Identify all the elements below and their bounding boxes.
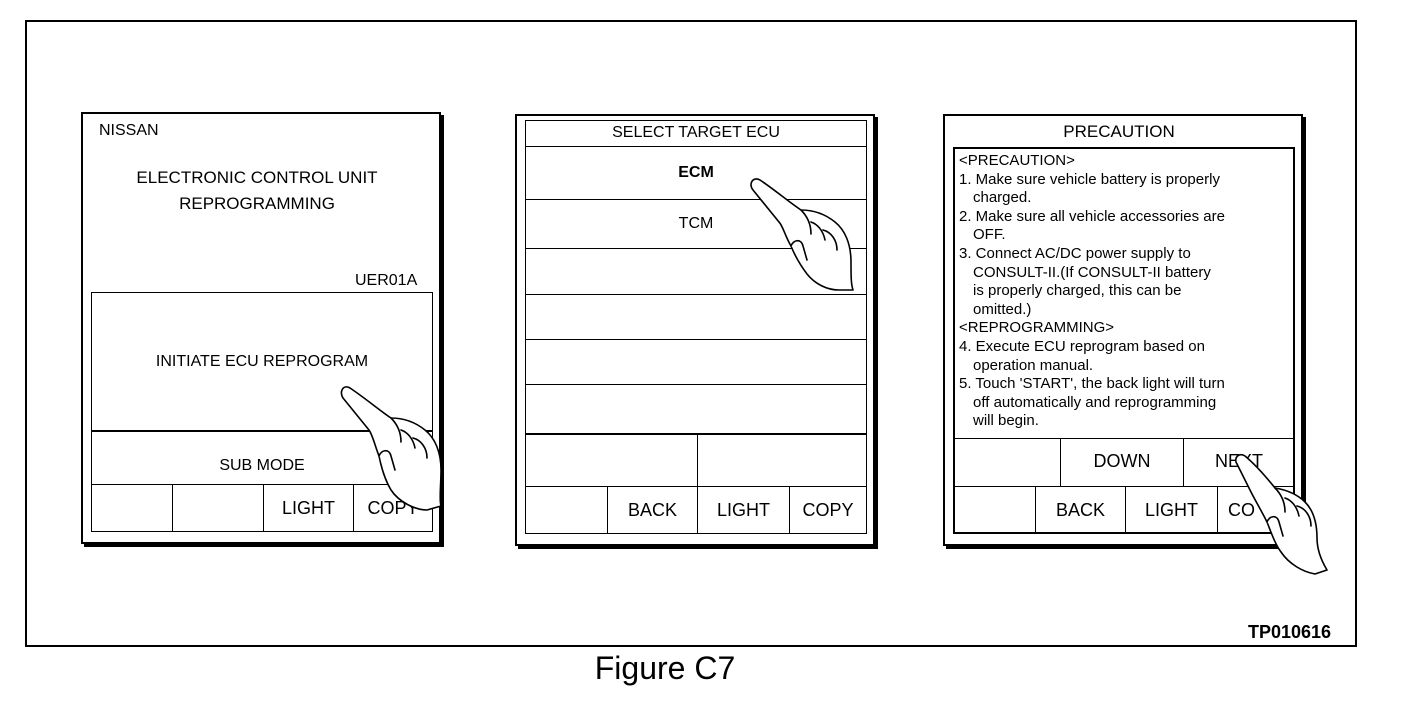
brand-label: NISSAN <box>99 122 159 139</box>
blank-button[interactable] <box>955 439 1060 486</box>
divider <box>697 434 698 486</box>
figure-frame: NISSAN ELECTRONIC CONTROL UNIT REPROGRAM… <box>25 20 1357 647</box>
back-label: BACK <box>627 499 678 520</box>
divider <box>92 484 432 485</box>
ecm-option[interactable]: ECM <box>526 147 866 199</box>
divider <box>526 384 866 385</box>
precaution-line: operation manual. <box>973 356 1094 374</box>
initiate-ecu-reprogram-button[interactable]: INITIATE ECU REPROGRAM <box>92 293 432 431</box>
screen-ecu-reprogramming: NISSAN ELECTRONIC CONTROL UNIT REPROGRAM… <box>81 112 442 544</box>
tcm-label: TCM <box>678 215 714 232</box>
title-line-1: ELECTRONIC CONTROL UNIT <box>136 168 378 187</box>
blank-button-upper-right[interactable] <box>698 435 866 486</box>
sub-mode-button[interactable]: SUB MODE <box>92 434 432 484</box>
precaution-line: <REPROGRAMMING> <box>959 319 1115 337</box>
pointing-hand-icon <box>750 178 854 291</box>
copy-label: CO <box>1228 499 1255 520</box>
screen-header: SELECT TARGET ECU <box>612 124 780 141</box>
tcm-option[interactable]: TCM <box>526 200 866 248</box>
divider <box>526 433 866 435</box>
divider <box>526 339 866 340</box>
divider <box>1183 438 1184 486</box>
precaution-line: 2. Make sure all vehicle accessories are <box>959 207 1225 225</box>
precaution-line: off automatically and reprogramming <box>973 393 1217 411</box>
precaution-line: 5. Touch 'START', the back light will tu… <box>959 375 1225 393</box>
initiate-label: INITIATE ECU REPROGRAM <box>155 353 369 370</box>
blank-button-1[interactable] <box>92 485 172 531</box>
divider <box>526 146 866 147</box>
light-button[interactable]: LIGHT <box>264 485 353 531</box>
precaution-line: <PRECAUTION> <box>959 152 1075 169</box>
copy-label: COPY <box>802 499 854 520</box>
precaution-line: 4. Execute ECU reprogram based on <box>959 337 1205 355</box>
empty-option-row[interactable] <box>526 295 866 339</box>
copy-button[interactable]: CO <box>1218 487 1294 533</box>
back-button[interactable]: BACK <box>608 487 697 533</box>
precaution-line: 1. Make sure vehicle battery is properly <box>959 170 1220 188</box>
light-button[interactable]: LIGHT <box>1126 487 1217 533</box>
empty-option-row[interactable] <box>526 340 866 384</box>
light-label: LIGHT <box>716 499 770 520</box>
sub-mode-label: SUB MODE <box>219 457 305 474</box>
down-label: DOWN <box>1093 451 1151 471</box>
precaution-line: omitted.) <box>973 300 1032 318</box>
divider <box>172 484 173 531</box>
divider <box>263 484 264 531</box>
precaution-line: 3. Connect AC/DC power supply to <box>959 244 1191 262</box>
divider <box>353 484 354 531</box>
divider <box>526 486 866 487</box>
title-line-2: REPROGRAMMING <box>179 194 335 213</box>
divider <box>954 438 1294 439</box>
screen-header: PRECAUTION <box>1063 122 1175 141</box>
divider <box>697 486 698 533</box>
blank-button[interactable] <box>955 487 1035 533</box>
down-button[interactable]: DOWN <box>1061 439 1183 484</box>
screen2-panel <box>525 120 867 534</box>
back-label: BACK <box>1055 499 1106 520</box>
pointing-hand-icon <box>1234 453 1328 575</box>
screen1-lower-panel <box>91 292 433 532</box>
precaution-panel <box>953 147 1295 534</box>
divider <box>1125 486 1126 533</box>
blank-button-upper-left[interactable] <box>526 435 697 486</box>
precaution-line: charged. <box>973 189 1032 207</box>
precaution-line: CONSULT-II.(If CONSULT-II battery <box>973 263 1211 281</box>
divider <box>92 430 432 432</box>
divider <box>1035 486 1036 533</box>
figure-code: TP010616 <box>1248 622 1332 642</box>
screen-precaution: PRECAUTION <PRECAUTION> 1. Make sure veh… <box>943 114 1328 575</box>
back-button[interactable]: BACK <box>1036 487 1125 533</box>
blank-button-2[interactable] <box>173 485 263 531</box>
copy-button[interactable]: COPY <box>790 487 866 533</box>
precaution-line: OFF. <box>973 226 1006 244</box>
divider <box>607 486 608 533</box>
divider <box>789 486 790 533</box>
figure-caption: Figure C7 <box>594 650 736 686</box>
light-label: LIGHT <box>281 497 335 518</box>
light-button[interactable]: LIGHT <box>698 487 789 533</box>
divider <box>526 294 866 295</box>
light-label: LIGHT <box>1144 499 1198 520</box>
screen-code: UER01A <box>355 272 418 289</box>
precaution-line: is properly charged, this can be <box>973 282 1182 300</box>
empty-option-row[interactable] <box>526 385 866 433</box>
divider <box>526 248 866 249</box>
blank-button[interactable] <box>526 487 607 533</box>
pointing-hand-icon <box>340 386 442 511</box>
divider <box>1217 486 1218 533</box>
divider <box>526 199 866 200</box>
precaution-line: will begin. <box>973 412 1039 430</box>
ecm-label: ECM <box>678 164 714 181</box>
divider <box>954 486 1294 487</box>
precaution-text: <PRECAUTION> 1. Make sure vehicle batter… <box>959 152 1225 431</box>
divider <box>1060 438 1061 486</box>
screen-select-target-ecu: SELECT TARGET ECU ECM TCM BACK LIGHT <box>515 114 875 546</box>
